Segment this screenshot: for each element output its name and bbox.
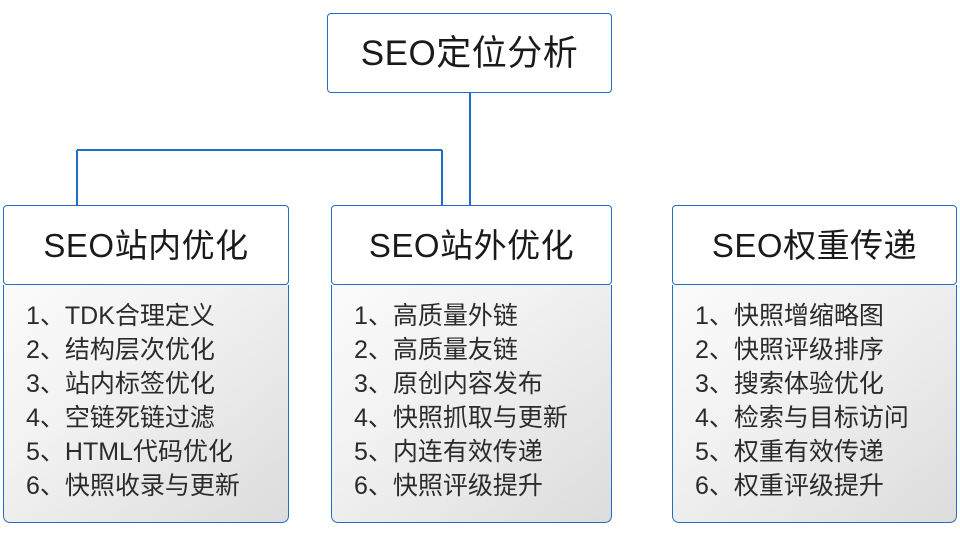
branch-column-3: SEO权重传递 1、快照增缩略图 2、快照评级排序 3、搜索体验优化 4、检索与… [672, 205, 957, 523]
list-item: 1、快照增缩略图 [695, 302, 884, 330]
list-item: 2、高质量友链 [354, 336, 518, 364]
branch-heading-1[interactable]: SEO站内优化 [3, 205, 289, 285]
branch-heading-2[interactable]: SEO站外优化 [331, 205, 612, 285]
branch-list-1: 1、TDK合理定义 2、结构层次优化 3、站内标签优化 4、空链死链过滤 5、H… [3, 285, 289, 523]
branch-list-2: 1、高质量外链 2、高质量友链 3、原创内容发布 4、快照抓取与更新 5、内连有… [331, 285, 612, 523]
list-item: 6、快照评级提升 [354, 472, 543, 500]
list-item: 4、检索与目标访问 [695, 404, 909, 432]
list-item: 3、搜索体验优化 [695, 370, 884, 398]
list-item: 6、权重评级提升 [695, 472, 884, 500]
branch-heading-label-2: SEO站外优化 [368, 226, 575, 264]
list-item: 6、快照收录与更新 [26, 472, 240, 500]
list-item: 4、快照抓取与更新 [354, 404, 568, 432]
branch-column-1: SEO站内优化 1、TDK合理定义 2、结构层次优化 3、站内标签优化 4、空链… [3, 205, 289, 523]
branch-list-3: 1、快照增缩略图 2、快照评级排序 3、搜索体验优化 4、检索与目标访问 5、权… [672, 285, 957, 523]
branch-heading-label-3: SEO权重传递 [711, 226, 918, 264]
list-item: 3、站内标签优化 [26, 370, 215, 398]
root-node[interactable]: SEO定位分析 [327, 13, 612, 93]
list-item: 3、原创内容发布 [354, 370, 543, 398]
list-item: 1、高质量外链 [354, 302, 518, 330]
list-item: 4、空链死链过滤 [26, 404, 215, 432]
branch-heading-label-1: SEO站内优化 [43, 226, 249, 264]
branch-heading-3[interactable]: SEO权重传递 [672, 205, 957, 285]
list-item: 5、内连有效传递 [354, 438, 543, 466]
list-item: 2、快照评级排序 [695, 336, 884, 364]
list-item: 1、TDK合理定义 [26, 302, 215, 330]
list-item: 5、权重有效传递 [695, 438, 884, 466]
branch-column-2: SEO站外优化 1、高质量外链 2、高质量友链 3、原创内容发布 4、快照抓取与… [331, 205, 612, 523]
list-item: 5、HTML代码优化 [26, 438, 233, 466]
list-item: 2、结构层次优化 [26, 336, 215, 364]
root-node-label: SEO定位分析 [360, 33, 579, 73]
